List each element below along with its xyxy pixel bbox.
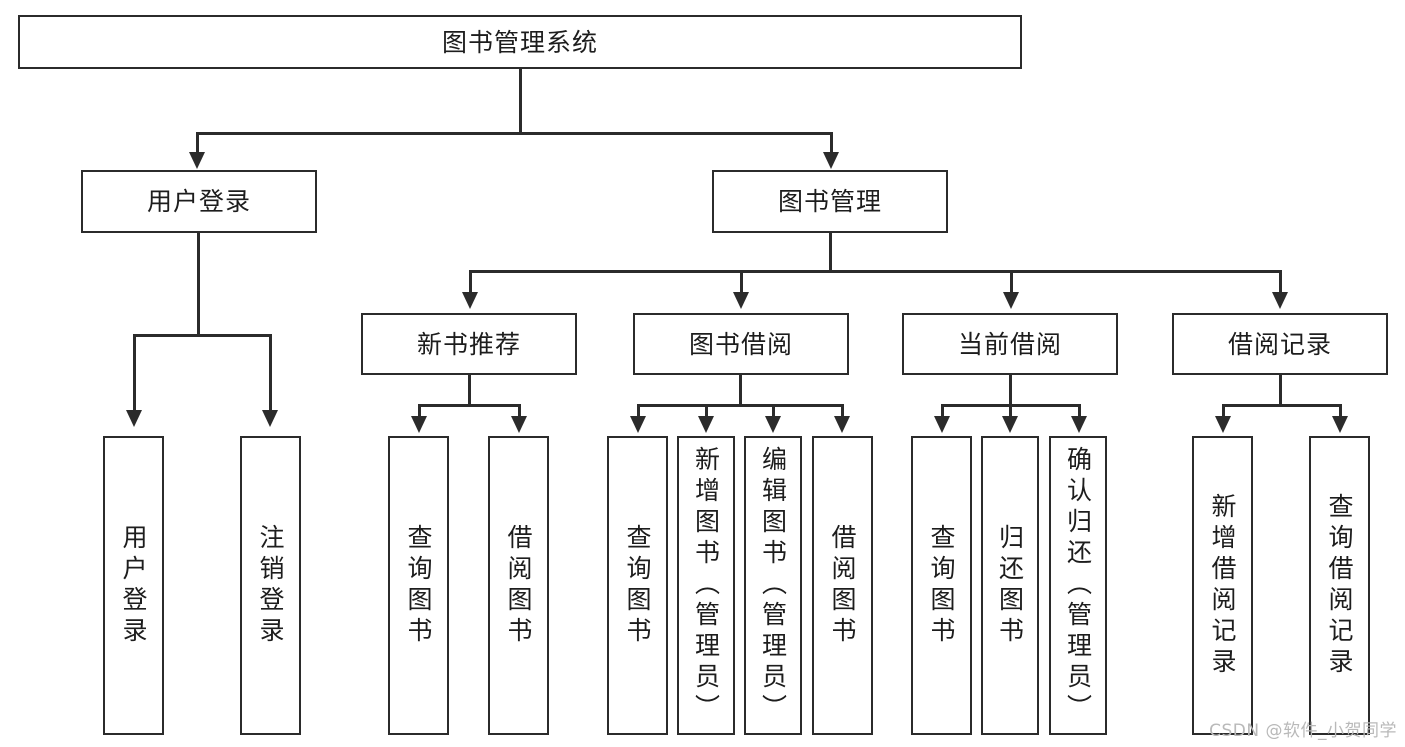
connector-book-borrow-bar <box>637 404 843 407</box>
leaf-borrow-record-query[interactable]: 查询借阅记录 <box>1309 436 1370 735</box>
arrow-new-book-child-2 <box>511 416 527 433</box>
leaf-new-book-query[interactable]: 查询图书 <box>388 436 449 735</box>
node-new-book-recommend[interactable]: 新书推荐 <box>361 313 577 375</box>
connector-to-book-borrow <box>740 270 743 297</box>
connector-user-login-child-1 <box>133 334 136 413</box>
node-label: 查询图书 <box>623 523 652 648</box>
arrow-user-login-child-2 <box>262 410 278 427</box>
leaf-book-borrow-edit[interactable]: 编辑图书（管理员） <box>744 436 802 735</box>
connector-book-management-stem <box>829 233 832 273</box>
connector-to-new-book <box>469 270 472 297</box>
connector-current-borrow-child-1 <box>941 404 944 420</box>
connector-root-stem <box>519 69 522 134</box>
leaf-book-borrow-borrow[interactable]: 借阅图书 <box>812 436 873 735</box>
connector-borrow-record-stem <box>1279 375 1282 407</box>
node-book-borrow[interactable]: 图书借阅 <box>633 313 849 375</box>
leaf-current-borrow-confirm[interactable]: 确认归还（管理员） <box>1049 436 1107 735</box>
leaf-borrow-record-add[interactable]: 新增借阅记录 <box>1192 436 1253 735</box>
connector-to-book-management <box>830 132 833 157</box>
leaf-book-borrow-add[interactable]: 新增图书（管理员） <box>677 436 735 735</box>
node-label: 归还图书 <box>995 523 1025 648</box>
node-label: 新增图书（管理员） <box>691 446 721 725</box>
leaf-current-borrow-return[interactable]: 归还图书 <box>981 436 1039 735</box>
node-label: 用户登录 <box>146 187 251 216</box>
connector-book-borrow-child-3 <box>772 404 775 420</box>
connector-current-borrow-stem <box>1009 375 1012 407</box>
arrow-book-borrow-child-3 <box>765 416 781 433</box>
node-label: 借阅图书 <box>828 523 857 648</box>
node-user-login[interactable]: 用户登录 <box>81 170 317 233</box>
arrow-book-borrow-child-4 <box>834 416 850 433</box>
connector-book-borrow-child-2 <box>705 404 708 420</box>
arrow-user-login-child-1 <box>126 410 142 427</box>
arrow-new-book-child-1 <box>411 416 427 433</box>
arrow-borrow-record-child-1 <box>1215 416 1231 433</box>
node-root-book-management-system[interactable]: 图书管理系统 <box>18 15 1022 69</box>
arrow-to-book-borrow <box>733 292 749 309</box>
arrow-to-new-book <box>462 292 478 309</box>
connector-level1-bar <box>196 132 833 135</box>
connector-book-borrow-stem <box>739 375 742 407</box>
leaf-current-borrow-query[interactable]: 查询图书 <box>911 436 972 735</box>
arrow-to-book-management <box>823 152 839 169</box>
connector-new-book-child-2 <box>518 404 521 420</box>
arrow-to-current-borrow <box>1003 292 1019 309</box>
connector-level2-bar <box>469 270 1279 273</box>
connector-borrow-record-child-1 <box>1222 404 1225 420</box>
connector-user-login-bar <box>133 334 272 337</box>
node-label: 确认归还（管理员） <box>1063 446 1093 725</box>
leaf-user-login-login[interactable]: 用户登录 <box>103 436 164 735</box>
connector-user-login-child-2 <box>269 334 272 413</box>
node-label: 新增借阅记录 <box>1208 492 1237 679</box>
connector-new-book-child-1 <box>418 404 421 420</box>
node-label: 新书推荐 <box>416 329 521 359</box>
arrow-current-borrow-child-1 <box>934 416 950 433</box>
leaf-new-book-borrow[interactable]: 借阅图书 <box>488 436 549 735</box>
leaf-book-borrow-query[interactable]: 查询图书 <box>607 436 668 735</box>
node-label: 查询图书 <box>404 523 433 648</box>
connector-book-borrow-child-4 <box>841 404 844 420</box>
node-label: 当前借阅 <box>957 329 1062 359</box>
connector-current-borrow-child-2 <box>1009 404 1012 420</box>
arrow-book-borrow-child-2 <box>698 416 714 433</box>
connector-to-borrow-record <box>1279 270 1282 297</box>
node-label: 图书管理系统 <box>441 27 598 57</box>
node-label: 借阅图书 <box>504 523 533 648</box>
connector-borrow-record-child-2 <box>1339 404 1342 420</box>
node-current-borrow[interactable]: 当前借阅 <box>902 313 1118 375</box>
arrow-current-borrow-child-2 <box>1002 416 1018 433</box>
node-label: 编辑图书（管理员） <box>758 446 788 725</box>
connector-user-login-stem <box>197 233 200 336</box>
node-label: 注销登录 <box>256 523 285 648</box>
connector-borrow-record-bar <box>1222 404 1342 407</box>
node-label: 查询借阅记录 <box>1325 492 1354 679</box>
connector-book-borrow-child-1 <box>637 404 640 420</box>
arrow-to-borrow-record <box>1272 292 1288 309</box>
arrow-to-user-login <box>189 152 205 169</box>
node-label: 查询图书 <box>927 523 956 648</box>
connector-to-user-login <box>196 132 199 157</box>
node-label: 图书借阅 <box>688 329 793 359</box>
arrow-borrow-record-child-2 <box>1332 416 1348 433</box>
connector-new-book-bar <box>418 404 521 407</box>
node-label: 图书管理 <box>777 187 882 216</box>
node-borrow-record[interactable]: 借阅记录 <box>1172 313 1388 375</box>
connector-to-current-borrow <box>1010 270 1013 297</box>
node-book-management[interactable]: 图书管理 <box>712 170 948 233</box>
leaf-user-login-logout[interactable]: 注销登录 <box>240 436 301 735</box>
arrow-book-borrow-child-1 <box>630 416 646 433</box>
node-label: 用户登录 <box>119 523 148 648</box>
arrow-current-borrow-child-3 <box>1071 416 1087 433</box>
connector-new-book-stem <box>468 375 471 407</box>
connector-current-borrow-child-3 <box>1078 404 1081 420</box>
node-label: 借阅记录 <box>1227 329 1332 359</box>
